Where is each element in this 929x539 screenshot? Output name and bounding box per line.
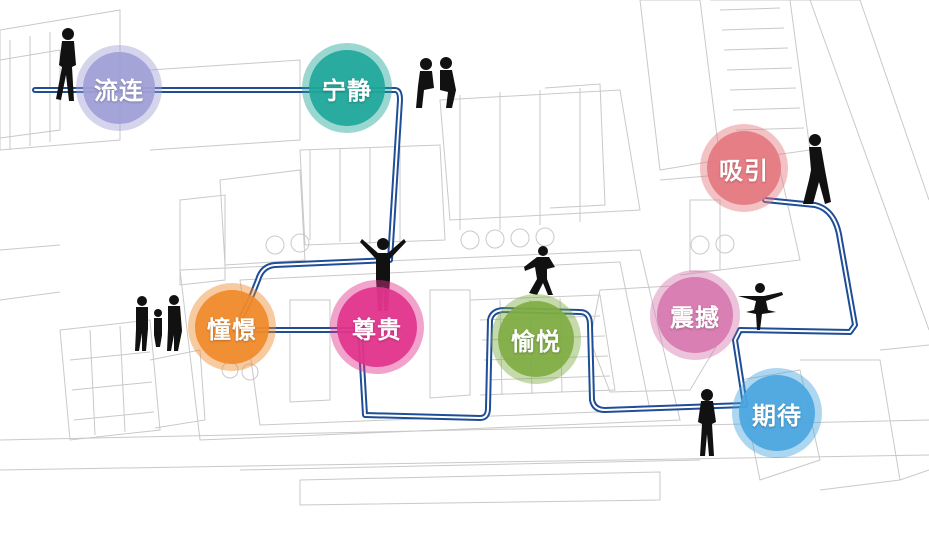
node-label: 愉悦 [511, 327, 561, 356]
node-chonghuang: 憧憬 [188, 283, 276, 371]
skating-boy-icon [524, 246, 555, 295]
node-yuyue: 愉悦 [491, 294, 581, 384]
node-zungui: 尊贵 [330, 280, 424, 374]
node-label: 震撼 [670, 303, 720, 332]
node-label: 吸引 [719, 156, 769, 185]
walking-woman-icon [56, 28, 76, 101]
node-label: 宁静 [322, 76, 372, 105]
node-xiyin: 吸引 [700, 124, 788, 212]
node-ningjing: 宁静 [302, 43, 392, 133]
node-liulian: 流连 [76, 45, 162, 131]
standing-woman-icon [698, 389, 716, 456]
node-label: 尊贵 [352, 315, 402, 344]
node-label: 期待 [752, 401, 802, 430]
node-zhenhan: 震撼 [650, 270, 740, 360]
node-label: 憧憬 [207, 315, 257, 344]
node-label: 流连 [94, 76, 144, 105]
node-qidai: 期待 [732, 368, 822, 458]
family-icon [135, 295, 182, 351]
cheering-man-icon [360, 238, 406, 311]
sitting-couple-icon [416, 57, 456, 108]
walking-woman-right-icon [803, 134, 831, 204]
dancing-girl-icon [738, 283, 783, 330]
